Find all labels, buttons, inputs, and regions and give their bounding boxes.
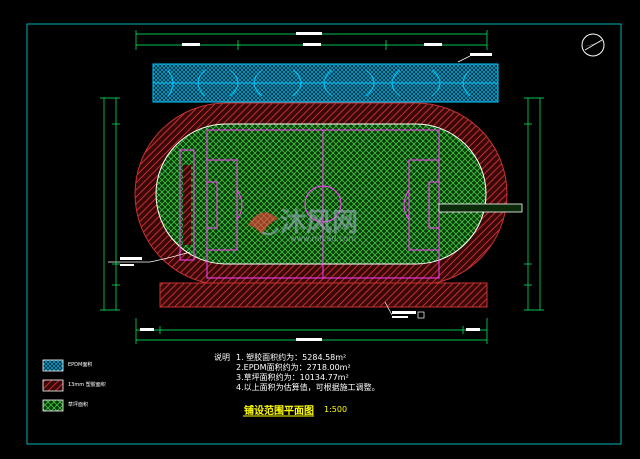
drawing-title: 铺设范围平面图	[244, 406, 314, 417]
watermark-url: www.mfcad.com	[290, 234, 357, 243]
grandstand	[152, 53, 499, 103]
top-dimension-lines	[135, 30, 488, 50]
drawing-scale: 1:500	[324, 405, 348, 414]
drawing-frame	[26, 23, 622, 445]
north-arrow-icon	[581, 33, 605, 57]
watermark-logo-icon	[248, 212, 279, 236]
right-runway	[438, 203, 523, 213]
legend-swatch-track	[42, 379, 64, 392]
note-item-3: 3.草坪面积约为：10134.77m²	[236, 373, 349, 382]
legend-label-grass: 草坪面积	[68, 402, 89, 408]
note-item-2: 2.EPDM面积约为：2718.00m²	[236, 363, 351, 372]
left-dimension-lines	[100, 97, 120, 311]
legend-swatch-grass	[42, 399, 64, 412]
legend-swatches	[42, 359, 64, 412]
note-item-4: 4.以上面积为估算值，可根据施工调整。	[236, 383, 380, 392]
football-field	[155, 123, 487, 265]
legend-swatch-epdm	[42, 359, 64, 372]
bottom-callout	[384, 301, 425, 319]
watermark-brand: 沐风网	[280, 208, 359, 238]
bottom-dimension-lines	[135, 318, 488, 344]
right-dimension-lines	[524, 97, 544, 311]
legend-label-epdm: EPDM面积	[68, 362, 93, 368]
note-item-1: 1. 塑胶面积约为：5284.58m²	[236, 353, 347, 362]
notes-label: 说明	[214, 353, 230, 362]
jump-runway	[179, 149, 195, 261]
legend-label-track: 13mm 塑胶面积	[68, 382, 106, 388]
left-callout	[108, 251, 191, 266]
track-extension	[159, 282, 488, 308]
